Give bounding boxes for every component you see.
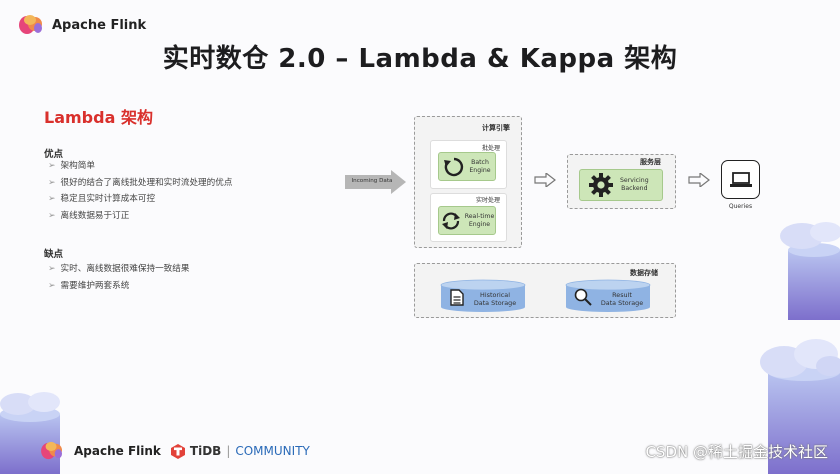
search-icon <box>574 288 592 306</box>
cons-list: ➢实时、离线数据很难保持一致结果 ➢需要维护两套系统 <box>48 261 189 294</box>
footer-brand: Apache Flink <box>74 444 161 458</box>
tidb-logo-icon <box>170 443 185 459</box>
queries-box <box>721 160 760 199</box>
data-storage-label: 数据存储 <box>630 269 658 277</box>
realtime-label: 实时处理 <box>476 197 501 204</box>
arrow-right-icon: ➢ <box>48 194 56 204</box>
historical-storage-label: Historical Data Storage <box>473 291 517 307</box>
decorative-cloud-stack-left <box>0 392 60 474</box>
gear-icon <box>589 173 613 197</box>
pros-list: ➢架构简单 ➢很好的结合了离线批处理和实时流处理的优点 ➢稳定且实时计算成本可控… <box>48 158 232 224</box>
arrow-right-icon: ➢ <box>48 177 56 188</box>
tidb-community-logo: TiDB | COMMUNITY <box>170 443 310 459</box>
pros-title: 优点 <box>44 149 64 160</box>
flow-arrow-icon <box>688 173 710 187</box>
footer-logos: Apache Flink TiDB | COMMUNITY <box>40 441 310 461</box>
result-storage-label: Result Data Storage <box>600 291 644 307</box>
list-item: ➢架构简单 <box>48 158 232 175</box>
arrow-right-icon: ➢ <box>48 161 56 171</box>
document-icon <box>450 289 464 306</box>
header-logo: Apache Flink <box>18 14 146 36</box>
service-layer-label: 服务层 <box>640 158 661 166</box>
arrow-right-icon: ➢ <box>48 280 56 291</box>
list-item: ➢离线数据易于订正 <box>48 208 232 225</box>
incoming-data-label: Incoming Data <box>351 178 393 184</box>
arrow-right-icon: ➢ <box>48 210 56 221</box>
incoming-data-arrow <box>345 170 406 194</box>
laptop-icon <box>729 171 752 187</box>
flink-squirrel-icon <box>19 15 42 34</box>
brand-name: Apache Flink <box>52 17 147 33</box>
cons-title: 缺点 <box>44 249 64 260</box>
list-item: ➢很好的结合了离线批处理和实时流处理的优点 <box>48 175 232 192</box>
arrow-right-icon: ➢ <box>48 264 56 274</box>
section-title: Lambda 架构 <box>44 108 153 127</box>
compute-engine-label: 计算引擎 <box>482 124 510 132</box>
slide-title: 实时数仓 2.0 – Lambda & Kappa 架构 <box>162 44 678 74</box>
csdn-watermark: CSDN @稀土掘金技术社区 <box>645 443 828 461</box>
queries-label: Queries <box>728 203 753 210</box>
flow-arrow-icon <box>534 173 556 187</box>
batch-label: 批处理 <box>482 145 501 152</box>
list-item: ➢实时、离线数据很难保持一致结果 <box>48 261 189 278</box>
flink-squirrel-icon <box>41 441 62 460</box>
decorative-cloud-stack-right <box>760 222 840 474</box>
sync-icon <box>441 212 460 229</box>
list-item: ➢需要维护两套系统 <box>48 278 189 295</box>
list-item: ➢稳定且实时计算成本可控 <box>48 191 232 208</box>
refresh-icon <box>444 157 464 176</box>
